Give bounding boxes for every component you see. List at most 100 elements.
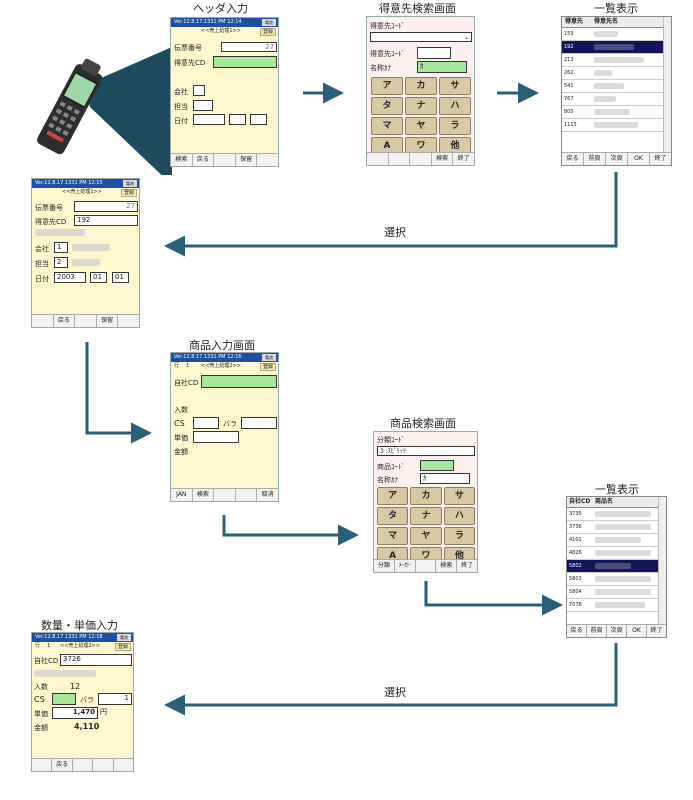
scrollbar[interactable] [663,17,671,153]
list-item[interactable]: 3736 [567,521,658,534]
category-fkey[interactable]: 分類 [374,560,395,572]
fkey-2[interactable]: 戻る [192,154,215,166]
list-item-selected[interactable]: 5802 [567,560,658,573]
fkey-4[interactable] [235,489,258,501]
cs-field[interactable] [193,417,219,429]
fkey-3[interactable] [410,153,432,165]
date-month-field[interactable]: 01 [90,272,107,283]
kana-name-input[interactable]: ｶ [417,61,467,73]
fkey-4[interactable]: 保留 [235,154,258,166]
kana-key-ma[interactable]: マ [377,527,409,545]
exit-fkey[interactable]: 終了 [650,153,671,165]
customer-code-field[interactable]: 192 [74,215,138,226]
ok-fkey[interactable]: OK [628,153,650,165]
date-year-field[interactable]: 2003 [54,272,86,283]
list-item[interactable]: 541 [562,80,663,93]
maker-fkey[interactable]: ﾒｰｶｰ [394,560,416,572]
next-page-fkey[interactable]: 次頁 [607,625,627,637]
list-item-selected[interactable]: 192 [562,41,663,54]
fkey-5[interactable] [113,759,133,771]
back-fkey[interactable]: 戻る [567,625,587,637]
back-fkey[interactable]: 戻る [52,759,73,771]
kana-key-ra[interactable]: ラ [439,117,471,135]
list-item[interactable]: 7078 [567,599,658,612]
exit-fkey[interactable]: 終了 [457,560,477,572]
register-tag[interactable]: 登録 [259,363,276,371]
kana-key-a[interactable]: ア [371,77,403,95]
kana-key-ha[interactable]: ハ [439,97,471,115]
date-day-field[interactable] [250,114,267,125]
staff-field[interactable] [193,100,213,111]
bara-field[interactable] [241,417,277,429]
slip-number-field[interactable]: 27 [221,42,277,52]
kana-key-sa[interactable]: サ [443,487,475,505]
kana-key-a[interactable]: ア [377,487,409,505]
customer-dropdown[interactable]: ⌄ [370,32,472,42]
kana-key-wa[interactable]: ワ [405,137,437,155]
register-tag[interactable]: 登録 [120,189,137,197]
fkey-3[interactable] [75,315,97,327]
exit-fkey[interactable]: 終了 [453,153,474,165]
search-fkey[interactable]: 検索 [431,153,454,165]
staff-field[interactable]: 2 [54,257,68,268]
search-fkey[interactable]: 検索 [436,560,458,572]
company-field[interactable] [193,85,205,96]
own-code-field[interactable] [201,375,277,388]
kana-key-na[interactable]: ナ [405,97,437,115]
company-field[interactable]: 1 [54,242,68,253]
customer-code-field[interactable] [213,56,277,68]
kana-key-ya[interactable]: ヤ [410,527,442,545]
kana-name-input[interactable]: ｶ [420,473,470,484]
list-item[interactable]: 213 [562,54,663,67]
list-item[interactable]: 4101 [567,534,658,547]
next-page-fkey[interactable]: 次頁 [606,153,628,165]
fkey-5[interactable] [118,315,139,327]
prev-page-fkey[interactable]: 前頁 [584,153,606,165]
fkey-4[interactable] [93,759,114,771]
ok-fkey[interactable]: OK [627,625,647,637]
category-dropdown[interactable]: 3 :ｽﾋﾟﾘｯﾂ [377,446,475,456]
cs-field[interactable] [52,693,76,705]
fkey-5[interactable] [257,154,278,166]
fkey-1[interactable] [32,759,53,771]
fkey-3[interactable] [214,489,236,501]
list-item[interactable]: 159 [562,28,663,41]
date-year-field[interactable] [193,114,225,125]
fkey-1[interactable]: 検索 [171,154,193,166]
fkey-3[interactable] [214,154,236,166]
fkey-1[interactable] [367,153,389,165]
kana-key-sa[interactable]: サ [439,77,471,95]
kana-key-ka[interactable]: カ [405,77,437,95]
scrollbar[interactable] [658,497,666,625]
back-fkey[interactable]: 戻る [562,153,584,165]
hold-fkey[interactable]: 保留 [96,315,119,327]
cancel-fkey[interactable]: 取消 [257,489,278,501]
bara-field[interactable]: 1 [98,693,132,705]
register-tag[interactable]: 登録 [259,28,276,36]
jan-fkey[interactable]: JAN [171,489,193,501]
list-item[interactable]: 805 [562,106,663,119]
kana-key-ra[interactable]: ラ [443,527,475,545]
kana-key-ya[interactable]: ヤ [405,117,437,135]
kana-key-ha[interactable]: ハ [443,507,475,525]
fkey-3[interactable] [72,759,94,771]
list-item[interactable]: 3735 [567,508,658,521]
register-tag[interactable]: 登録 [114,643,131,651]
exit-fkey[interactable]: 終了 [647,625,666,637]
kana-key-ta[interactable]: タ [371,97,403,115]
kana-key-na[interactable]: ナ [410,507,442,525]
product-code-input[interactable] [420,460,454,471]
kana-key-ma[interactable]: マ [371,117,403,135]
list-item[interactable]: 5804 [567,586,658,599]
unit-price-field[interactable] [193,431,239,443]
list-item[interactable]: 767 [562,93,663,106]
fkey-2[interactable] [388,153,411,165]
kana-key-ka[interactable]: カ [410,487,442,505]
list-item[interactable]: 4826 [567,547,658,560]
customer-code-input[interactable] [417,47,451,59]
list-item[interactable]: 5803 [567,573,658,586]
slip-number-field[interactable]: 27 [74,201,138,212]
back-fkey[interactable]: 戻る [53,315,76,327]
fkey-1[interactable] [32,315,54,327]
prev-page-fkey[interactable]: 前頁 [587,625,607,637]
